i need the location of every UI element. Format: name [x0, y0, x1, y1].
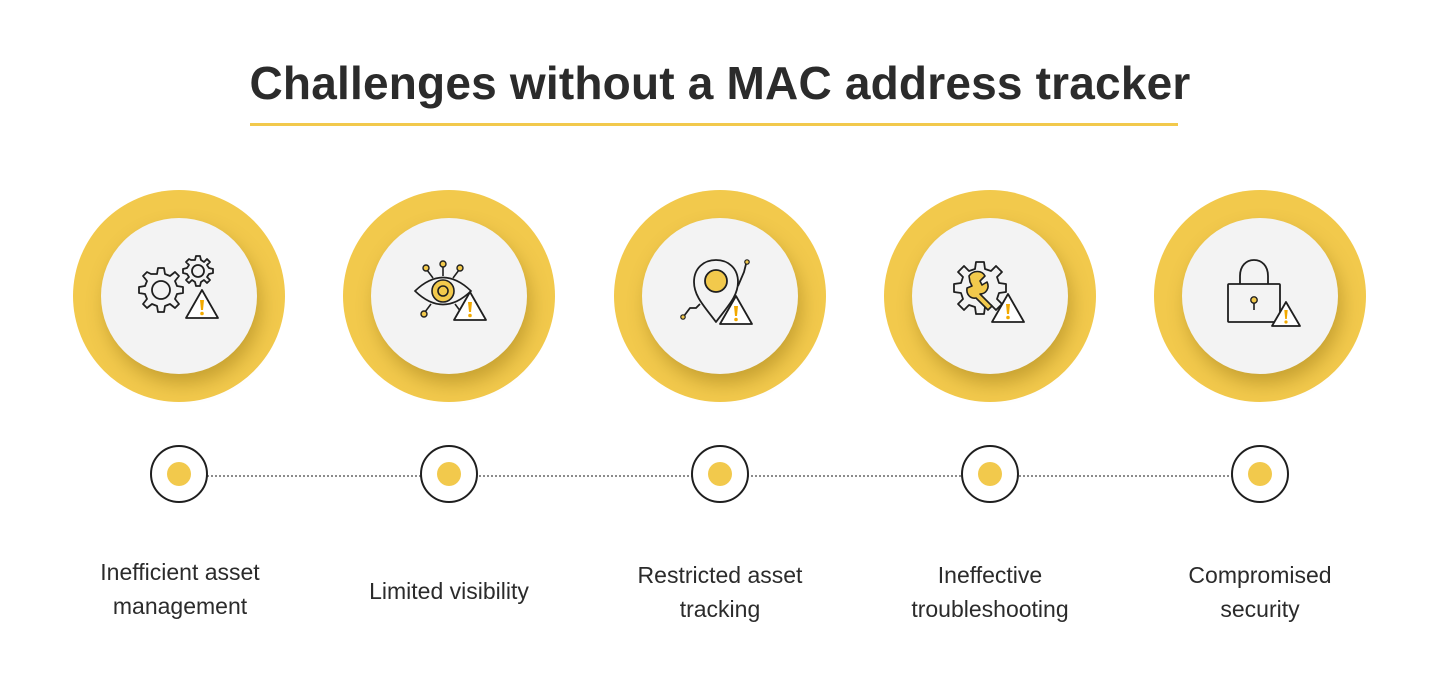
challenge-card-3	[614, 190, 826, 402]
card-inner-circle	[912, 218, 1068, 374]
challenge-label-3: Restricted asset tracking	[637, 562, 803, 622]
challenge-label-2: Limited visibility	[369, 578, 529, 604]
eye-warning-icon	[413, 260, 487, 321]
page-title: Challenges without a MAC address tracker	[249, 57, 1191, 109]
card-inner-circle	[642, 218, 798, 374]
padlock-warning-icon	[1227, 259, 1301, 327]
challenge-label-1: Inefficient asset management	[100, 559, 260, 619]
node-dot	[167, 462, 191, 486]
timeline-node-4	[961, 445, 1019, 503]
node-dot	[708, 462, 732, 486]
challenge-card-2	[343, 190, 555, 402]
wrench-gear-warning-icon	[953, 261, 1025, 323]
gears-warning-icon	[138, 255, 219, 319]
card-inner-circle	[1182, 218, 1338, 374]
challenge-label-5: Compromised security	[1188, 562, 1332, 622]
location-pin-warning-icon	[680, 259, 753, 325]
challenge-card-1	[73, 190, 285, 402]
timeline-node-5	[1231, 445, 1289, 503]
card-inner-circle	[101, 218, 257, 374]
timeline-node-2	[420, 445, 478, 503]
card-inner-circle	[371, 218, 527, 374]
challenge-label-4: Ineffective troubleshooting	[911, 562, 1069, 622]
timeline-node-3	[691, 445, 749, 503]
timeline-node-1	[150, 445, 208, 503]
title-underline	[250, 123, 1178, 126]
challenge-card-5	[1154, 190, 1366, 402]
node-dot	[978, 462, 1002, 486]
challenge-card-4	[884, 190, 1096, 402]
node-dot	[1248, 462, 1272, 486]
node-dot	[437, 462, 461, 486]
